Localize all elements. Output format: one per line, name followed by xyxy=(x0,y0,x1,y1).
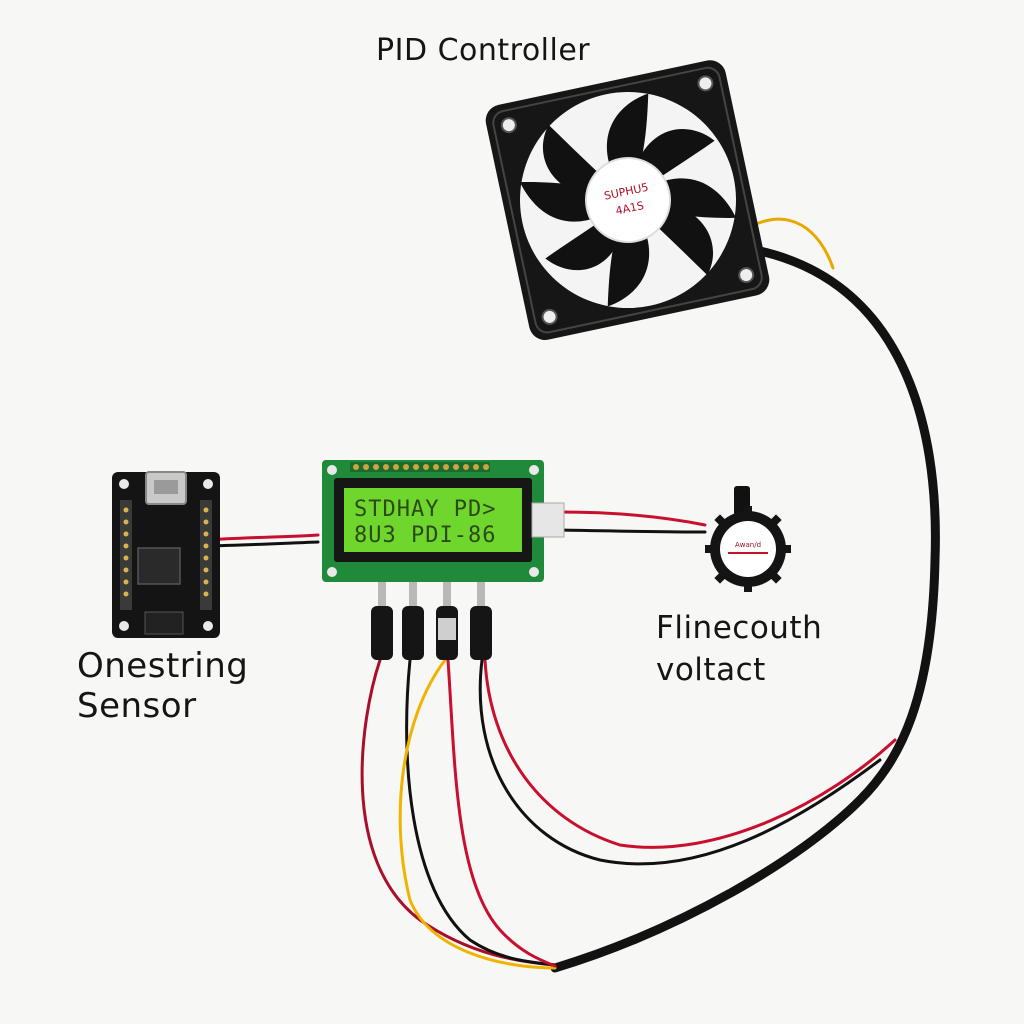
harness-black-2 xyxy=(478,658,882,866)
harness-yellow xyxy=(398,658,557,970)
harness-black-1 xyxy=(405,658,557,967)
fan-mount-hole xyxy=(500,117,517,134)
lcd-line2: 8U3 PDI-86 xyxy=(354,523,496,548)
right-label-line2: voltact xyxy=(656,652,766,688)
main-cable xyxy=(550,245,940,973)
fan-mount-hole xyxy=(541,308,558,325)
fan-yellow-wire xyxy=(746,217,835,270)
sensor-label-line2: Sensor xyxy=(77,686,197,726)
jack-plug xyxy=(402,606,424,660)
jack-plug xyxy=(371,606,393,660)
pot-label: Аwan/d xyxy=(735,541,761,549)
lcd-screen xyxy=(344,488,522,552)
cooling-fan: SUPHU5 4A1S xyxy=(485,60,770,340)
fan-hub xyxy=(585,157,671,243)
right-label-line1: Flinecouth xyxy=(656,610,823,646)
sensor-black-wire xyxy=(203,540,320,548)
sensor-red-wire xyxy=(203,533,320,542)
jack-plug xyxy=(470,606,492,660)
mcu-chip xyxy=(137,547,181,585)
sensor-board xyxy=(112,471,220,638)
audio-jacks xyxy=(371,582,492,660)
wires xyxy=(203,217,940,973)
lcd-line1: STDHAY PD> xyxy=(354,497,496,522)
fan-mount-hole xyxy=(697,75,714,92)
harness-red-3 xyxy=(483,658,897,849)
fan-hub-line2: 4A1S xyxy=(614,199,645,218)
pot-black-wire xyxy=(558,528,707,534)
lcd-module: STDHAY PD> 8U3 PDI-86 xyxy=(322,460,565,660)
harness-red-2 xyxy=(446,658,557,968)
lcd-side-connector xyxy=(531,502,565,538)
fan-mount-hole xyxy=(738,267,755,284)
pot-red-wire xyxy=(558,510,707,527)
sensor-label-line1: Onestring xyxy=(77,646,249,686)
lcd-header-pins xyxy=(350,462,490,472)
potentiometer: Аwan/d xyxy=(705,486,791,592)
page-title: PID Controller xyxy=(376,33,591,68)
